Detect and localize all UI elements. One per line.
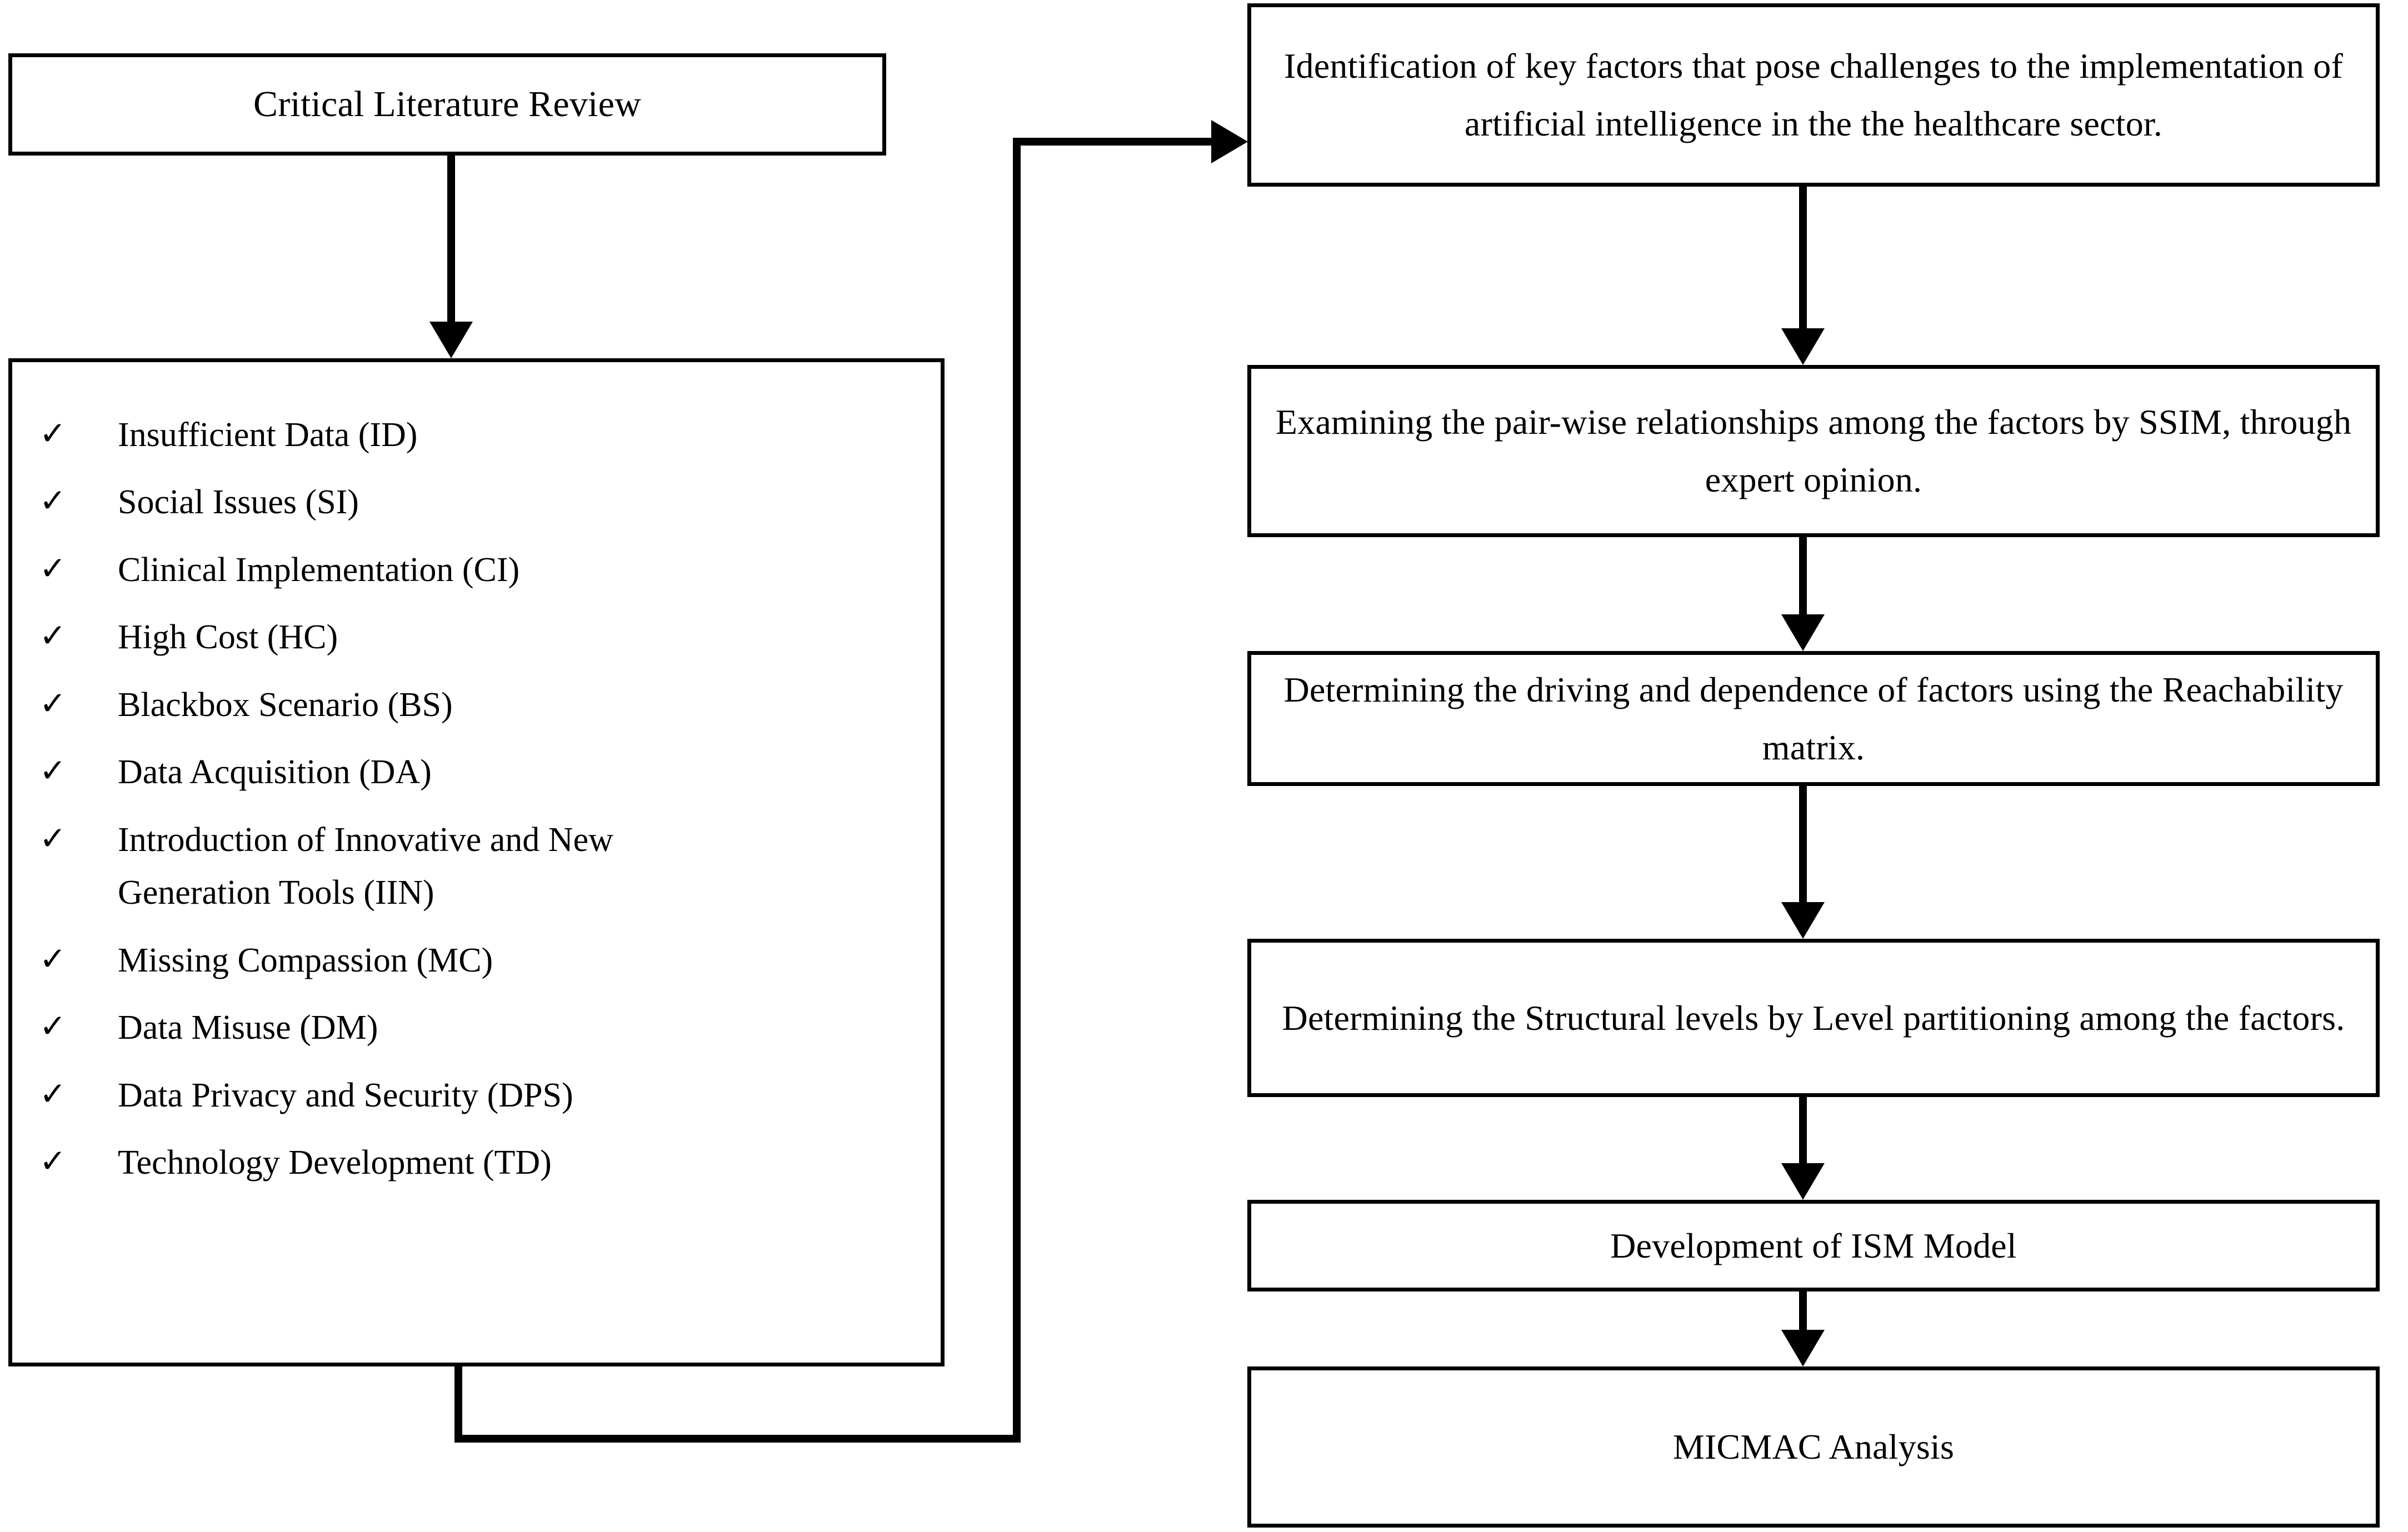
arrow-head-icon — [429, 322, 473, 358]
arrow-shaft — [1799, 1291, 1807, 1330]
arrow-shaft — [1799, 537, 1807, 614]
process-step-4-label: Determining the Structural levels by Lev… — [1282, 998, 2345, 1038]
list-item: ✓ Data Acquisition (DA) — [12, 746, 941, 813]
checkmark-icon: ✓ — [39, 753, 67, 789]
process-step-1-box: Identification of key factors that pose … — [1247, 3, 2380, 187]
connector-segment-up — [1013, 138, 1021, 1443]
factor-label: High Cost (HC) — [118, 618, 338, 657]
list-item: ✓ Missing Compassion (MC) — [12, 934, 941, 1002]
arrow-head-icon — [1781, 1330, 1825, 1366]
process-step-5-box: Development of ISM Model — [1247, 1200, 2380, 1291]
process-step-3-box: Determining the driving and dependence o… — [1247, 651, 2380, 786]
arrow-head-icon — [1781, 614, 1825, 651]
factor-label: Social Issues (SI) — [118, 483, 359, 522]
factor-label: Data Misuse (DM) — [118, 1009, 378, 1047]
connector-segment-down — [454, 1366, 462, 1443]
process-step-2-box: Examining the pair-wise relationships am… — [1247, 365, 2380, 537]
arrow-shaft — [447, 156, 455, 322]
critical-literature-review-label: Critical Literature Review — [253, 83, 641, 124]
factor-label: Missing Compassion (MC) — [118, 941, 493, 979]
process-step-6-box: MICMAC Analysis — [1247, 1366, 2380, 1528]
factor-label: Data Privacy and Security (DPS) — [118, 1076, 573, 1114]
arrow-shaft — [1799, 187, 1807, 328]
list-item: ✓ Data Misuse (DM) — [12, 1002, 941, 1069]
list-item: ✓ Technology Development (TD) — [12, 1137, 941, 1204]
list-item: ✓ Blackbox Scenario (BS) — [12, 679, 941, 746]
checkmark-icon: ✓ — [39, 1008, 67, 1045]
process-step-4-box: Determining the Structural levels by Lev… — [1247, 939, 2380, 1097]
checkmark-icon: ✓ — [39, 483, 67, 519]
checkmark-icon: ✓ — [39, 685, 67, 722]
arrow-shaft — [1799, 786, 1807, 902]
arrow-head-icon — [1781, 902, 1825, 939]
critical-literature-review-box: Critical Literature Review — [8, 53, 886, 156]
process-step-3-label: Determining the driving and dependence o… — [1283, 669, 2344, 767]
arrow-shaft — [1799, 1097, 1807, 1163]
arrow-head-icon — [1781, 328, 1825, 365]
checkmark-icon: ✓ — [39, 940, 67, 977]
factor-label: Insufficient Data (ID) — [118, 416, 418, 454]
checkmark-icon: ✓ — [39, 550, 67, 587]
factor-label: Blackbox Scenario (BS) — [118, 685, 453, 724]
factor-label: Introduction of Innovative and New Gener… — [118, 820, 613, 912]
factor-label: Technology Development (TD) — [118, 1144, 552, 1182]
process-step-6-label: MICMAC Analysis — [1672, 1427, 1955, 1467]
factor-label: Data Acquisition (DA) — [118, 753, 432, 792]
factor-label: Clinical Implementation (CI) — [118, 550, 520, 589]
list-item: ✓ Social Issues (SI) — [12, 476, 941, 543]
factors-list: ✓ Insufficient Data (ID) ✓ Social Issues… — [12, 362, 941, 1204]
list-item: ✓ Introduction of Innovative and New Gen… — [12, 814, 941, 934]
checkmark-icon: ✓ — [39, 820, 67, 857]
arrow-head-icon — [1781, 1163, 1825, 1200]
list-item: ✓ Insufficient Data (ID) — [12, 409, 941, 476]
process-step-2-label: Examining the pair-wise relationships am… — [1275, 402, 2352, 499]
checkmark-icon: ✓ — [39, 618, 67, 654]
list-item: ✓ High Cost (HC) — [12, 611, 941, 678]
process-step-1-label: Identification of key factors that pose … — [1284, 46, 2343, 143]
list-item: ✓ Data Privacy and Security (DPS) — [12, 1069, 941, 1137]
list-item: ✓ Clinical Implementation (CI) — [12, 544, 941, 611]
connector-arrow-head-icon — [1211, 120, 1248, 163]
process-step-5-label: Development of ISM Model — [1610, 1225, 2017, 1265]
checkmark-icon: ✓ — [39, 1075, 67, 1112]
connector-segment-right — [454, 1435, 1021, 1443]
checkmark-icon: ✓ — [39, 1143, 67, 1180]
identified-factors-box: ✓ Insufficient Data (ID) ✓ Social Issues… — [8, 358, 945, 1366]
connector-segment-top — [1013, 138, 1234, 146]
checkmark-icon: ✓ — [39, 415, 67, 452]
